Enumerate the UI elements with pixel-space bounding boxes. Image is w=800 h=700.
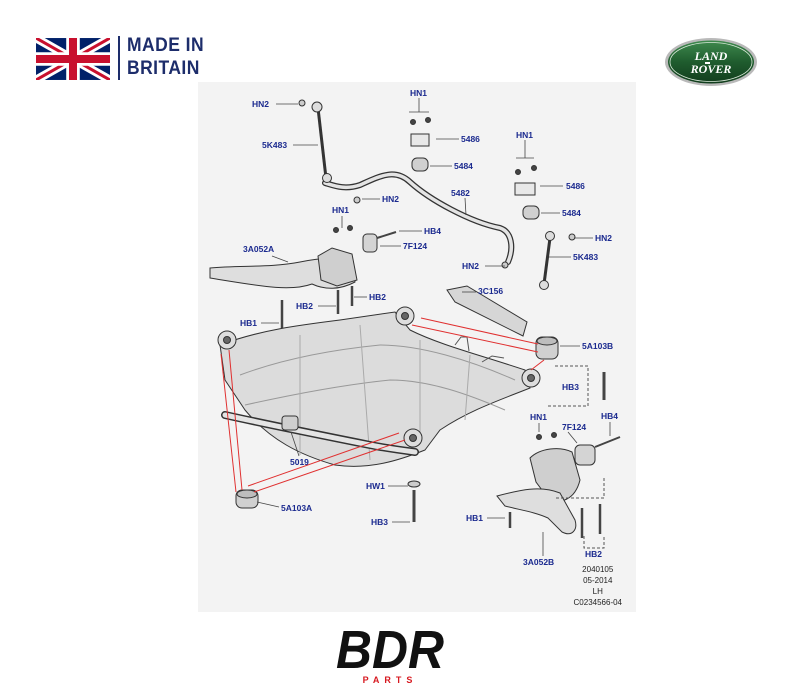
callout-hb1: HB1	[240, 318, 257, 328]
callout-5486: 5486	[461, 134, 480, 144]
brand-sub-text: PARTS	[362, 675, 418, 685]
parts-diagram: HN2 5K483 HN1 5486 5484 HN1 5486 5484 HN…	[198, 82, 636, 612]
callout-hb4: HB4	[601, 411, 618, 421]
callout-5k483: 5K483	[573, 252, 598, 262]
callout-7f124: 7F124	[562, 422, 586, 432]
callout-hw1: HW1	[366, 481, 385, 491]
callout-5482: 5482	[451, 188, 470, 198]
callout-hn2: HN2	[462, 261, 479, 271]
callout-5a103b: 5A103B	[582, 341, 613, 351]
callout-hn1: HN1	[332, 205, 349, 215]
callout-5k483: 5K483	[262, 140, 287, 150]
callout-3a052b: 3A052B	[523, 557, 554, 567]
callout-hb2: HB2	[369, 292, 386, 302]
code-line: LH	[592, 587, 603, 596]
callout-5484: 5484	[454, 161, 473, 171]
callout-hb4: HB4	[424, 226, 441, 236]
callout-5484: 5484	[562, 208, 581, 218]
callout-hn2: HN2	[252, 99, 269, 109]
divider	[118, 36, 120, 80]
callout-7f124: 7F124	[403, 241, 427, 251]
callout-5019: 5019	[290, 457, 309, 467]
brand-mark-text: BDR	[336, 620, 444, 674]
callout-hb2: HB2	[296, 301, 313, 311]
callout-hn1: HN1	[530, 412, 547, 422]
parts-diagram-drawing: HN2 5K483 HN1 5486 5484 HN1 5486 5484 HN…	[209, 88, 621, 567]
callout-3c156: 3C156	[478, 286, 503, 296]
made-in-line2: BRITAIN	[127, 58, 200, 79]
code-line: C0234566-04	[573, 598, 622, 607]
callout-hn1: HN1	[516, 130, 533, 140]
bdr-logo-mark: BDR	[336, 620, 444, 680]
callout-hb2: HB2	[585, 549, 602, 559]
bdr-parts-logo: BDR PARTS	[330, 618, 450, 690]
callout-5486: 5486	[566, 181, 585, 191]
logo-text-rover: ROVER	[690, 62, 732, 76]
callout-hb1: HB1	[466, 513, 483, 523]
code-line: 05-2014	[583, 576, 613, 585]
callout-5a103a: 5A103A	[281, 503, 312, 513]
uk-flag-icon	[36, 38, 110, 80]
logo-text-land: LAND	[694, 49, 728, 63]
callout-hn2: HN2	[382, 194, 399, 204]
callout-hb3: HB3	[371, 517, 388, 527]
callout-hb3: HB3	[562, 382, 579, 392]
callout-hn1: HN1	[410, 88, 427, 98]
code-line: 2040105	[582, 565, 614, 574]
diagram-reference-code: 2040105 05-2014 LH C0234566-04	[574, 564, 622, 608]
callout-3a052a: 3A052A	[243, 244, 274, 254]
made-in-line1: MADE IN	[127, 35, 205, 56]
made-in-britain-label: MADE IN BRITAIN	[118, 34, 208, 82]
land-rover-logo: LAND ROVER	[665, 38, 757, 86]
callout-hn2: HN2	[595, 233, 612, 243]
